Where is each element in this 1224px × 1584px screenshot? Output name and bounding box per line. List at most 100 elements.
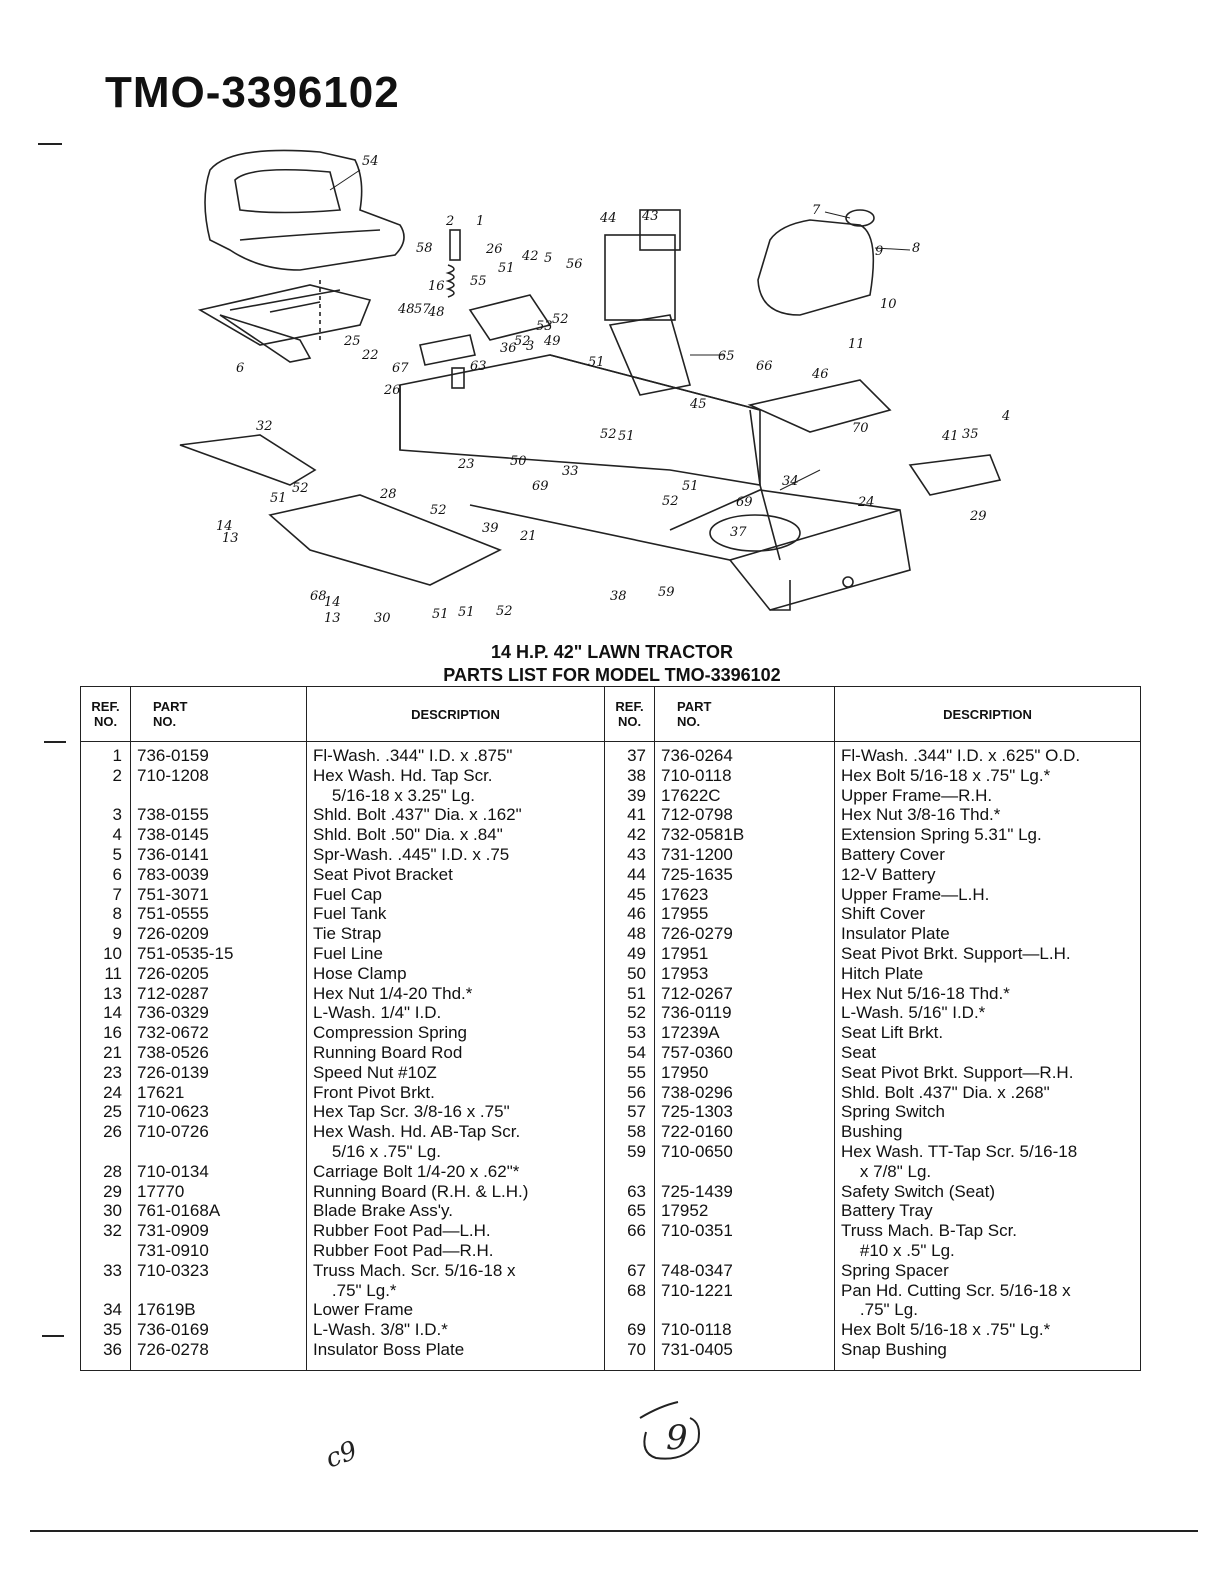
callout: 11 (848, 337, 865, 352)
column-header-ref: REF. NO. (604, 686, 655, 742)
callout: 3 (526, 339, 534, 354)
callout: 48 (397, 302, 415, 317)
callout: 70 (852, 421, 869, 436)
callout: 37 (730, 525, 747, 540)
callout: 68 (310, 589, 327, 604)
callout: 66 (756, 359, 773, 374)
callout: 51 (588, 355, 605, 370)
exploded-parts-diagram: 54 2 1 58 16 26 55 51 42 5 56 48 57 48 5… (170, 140, 1050, 630)
callout: 51 (270, 491, 287, 506)
callout: 28 (379, 487, 397, 502)
callout: 30 (374, 611, 391, 626)
callout: 52 (496, 604, 513, 619)
callout: 13 (222, 531, 239, 546)
handwritten-page-number: 9 (630, 1398, 710, 1468)
spring-assembly-drawing (419, 229, 552, 389)
callout: 22 (361, 348, 379, 363)
callout: 7 (812, 203, 821, 218)
callout: 55 (470, 274, 487, 289)
margin-tick (38, 143, 62, 145)
callout: 36 (500, 341, 517, 356)
page-title: TMO-3396102 (105, 68, 400, 117)
callout: 65 (718, 349, 735, 364)
callout: 51 (458, 605, 475, 620)
callout: 52 (430, 503, 447, 518)
callout: 8 (912, 241, 920, 256)
callout: 43 (641, 209, 659, 224)
callout: 13 (324, 611, 341, 626)
descriptions-right: Fl-Wash. .344" I.D. x .625" O.D. Hex Bol… (834, 741, 1141, 1371)
bottom-rule (30, 1530, 1198, 1532)
ref-numbers-right: 37 38 39 41 42 43 44 45 46 48 49 50 51 5… (604, 741, 655, 1371)
callout: 46 (811, 367, 829, 382)
callout: 52 (292, 481, 309, 496)
callout: 51 (432, 607, 449, 622)
table-row: 1 2 3 4 5 6 7 8 9 10 11 13 14 16 21 23 2… (80, 741, 1141, 1371)
running-board-drawing (179, 434, 1002, 586)
shift-cover-drawing (747, 379, 892, 433)
callout: 58 (416, 241, 433, 256)
callout: 59 (658, 585, 675, 600)
part-numbers-right: 736-0264 710-0118 17622C 712-0798 732-05… (654, 741, 835, 1371)
callout: 52 (552, 312, 569, 327)
callout: 34 (782, 474, 799, 489)
parts-list-heading: PARTS LIST FOR MODEL TMO-3396102 (443, 665, 781, 685)
callout: 38 (610, 589, 627, 604)
figure-caption: 14 H.P. 42" LAWN TRACTOR (491, 642, 733, 662)
callout: 44 (599, 211, 617, 226)
seat-drawing (204, 149, 405, 271)
column-header-part: PART NO. (654, 686, 835, 742)
callout-numbers: 54 2 1 58 16 26 55 51 42 5 56 48 57 48 5… (216, 154, 1010, 626)
part-numbers-left: 736-0159 710-1208 738-0155 738-0145 736-… (130, 741, 307, 1371)
callout: 51 (498, 261, 515, 276)
callout: 25 (343, 334, 361, 349)
frame-drawing (399, 354, 911, 611)
descriptions-left: Fl-Wash. .344" I.D. x .875" Hex Wash. Hd… (306, 741, 605, 1371)
callout: 16 (428, 279, 445, 294)
callout: 14 (216, 519, 233, 534)
callout: 26 (383, 383, 401, 398)
callout: 48 (427, 305, 445, 320)
callout: 26 (485, 242, 503, 257)
callout: 23 (457, 457, 475, 472)
callout: 35 (962, 427, 979, 442)
callout: 24 (857, 495, 875, 510)
callout: 5 (544, 251, 552, 266)
column-header-part: PART NO. (130, 686, 307, 742)
callout: 54 (362, 154, 379, 169)
callout: 51 (682, 479, 699, 494)
parts-table: REF. NO. PART NO. DESCRIPTION REF. NO. P… (80, 686, 1141, 1371)
battery-drawing (604, 209, 692, 396)
callout: 1 (476, 214, 484, 229)
callout: 52 (514, 334, 531, 349)
callout: 39 (482, 521, 499, 536)
callout: 33 (562, 464, 579, 479)
callout: 63 (470, 359, 487, 374)
callout: 21 (519, 529, 537, 544)
callout: 41 (941, 429, 959, 444)
page-circle-icon (639, 1401, 700, 1460)
callout: 53 (536, 319, 553, 334)
column-header-description: DESCRIPTION (306, 686, 605, 742)
ref-numbers-left: 1 2 3 4 5 6 7 8 9 10 11 13 14 16 21 23 2… (80, 741, 131, 1371)
callout: 67 (392, 361, 409, 376)
callout: 9 (875, 244, 883, 259)
callout: 56 (566, 257, 583, 272)
seat-bracket-drawing (197, 280, 372, 363)
callout: 4 (1001, 409, 1010, 424)
callout: 69 (736, 495, 753, 510)
callout: 51 (618, 429, 635, 444)
callout: 6 (236, 361, 244, 376)
callout: 2 (445, 214, 454, 229)
callout: 10 (880, 297, 897, 312)
callout: 49 (543, 334, 561, 349)
callout: 50 (510, 454, 527, 469)
column-header-ref: REF. NO. (80, 686, 131, 742)
leader-lines (329, 169, 911, 491)
handwritten-corner-note: c9 (321, 1435, 362, 1475)
callout: 69 (532, 479, 549, 494)
margin-tick (42, 1335, 64, 1337)
callout: 14 (324, 595, 341, 610)
callout: 57 (414, 302, 431, 317)
callout: 29 (969, 509, 987, 524)
